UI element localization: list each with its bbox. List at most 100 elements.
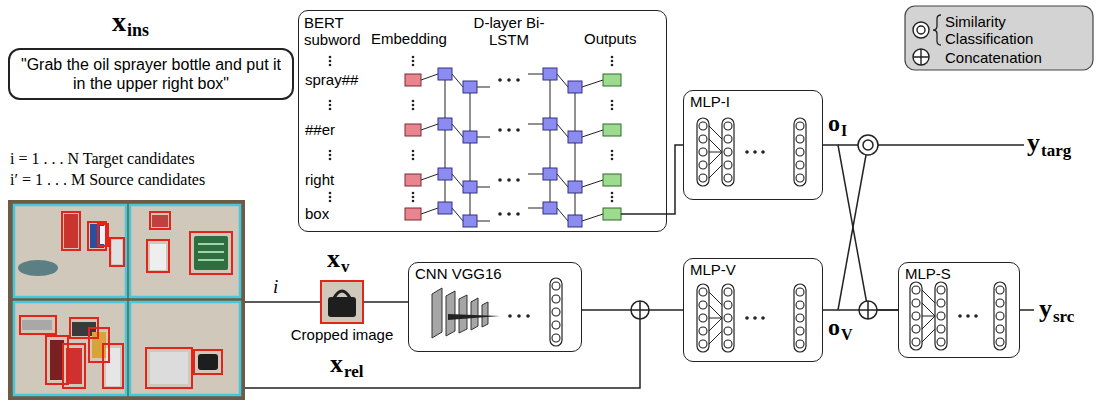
connector	[667, 145, 683, 214]
tray-compartment	[130, 302, 240, 395]
label-slot: i = 1 . . . N Target candidates	[10, 150, 195, 168]
feature-map	[459, 295, 467, 333]
neuron-column	[994, 282, 1006, 350]
legend-row: Concatenation	[945, 49, 1042, 66]
box-label: Outputs	[584, 30, 637, 47]
detection-box	[190, 232, 232, 274]
concat-symbol	[859, 301, 877, 319]
object	[150, 244, 166, 270]
box-label: "Grab the oil sprayer bottle and put it …	[18, 55, 284, 93]
box-label: Embedding	[371, 30, 447, 47]
object-detail	[198, 244, 224, 260]
concat-cross	[631, 301, 649, 319]
legend-panel	[905, 6, 1093, 70]
text-slot: Embedding	[371, 30, 447, 47]
object	[64, 214, 78, 248]
cropped-picture	[321, 281, 363, 323]
vertical-ellipsis	[412, 192, 415, 203]
vertical-ellipsis	[329, 100, 332, 111]
legend-label: Classification	[945, 30, 1033, 47]
detection-box	[194, 350, 222, 374]
scene-photo	[8, 200, 245, 400]
math-subscript: ins	[127, 20, 149, 41]
tray-compartment	[14, 302, 126, 395]
token-label: ##er	[305, 121, 335, 138]
box-label: BERT subword	[304, 14, 368, 48]
similarity-ring	[917, 26, 925, 34]
legend-similarity-symbol	[913, 22, 929, 38]
concat-cross	[913, 49, 929, 65]
label-slot: ##er	[305, 121, 335, 138]
relation-wire	[245, 319, 640, 388]
math-symbol: y	[1039, 294, 1052, 324]
concat-ring	[859, 301, 877, 319]
similarity-ring	[858, 135, 878, 155]
label-slot: I	[841, 122, 847, 140]
detection-boxes	[20, 212, 232, 388]
object	[194, 236, 228, 270]
index-wire	[245, 301, 320, 303]
similarity-ring	[913, 22, 929, 38]
object	[112, 240, 122, 264]
wires	[245, 145, 1034, 388]
mlp-layers	[910, 282, 978, 350]
neuron-column	[794, 284, 806, 352]
math-symbol: o	[828, 314, 840, 342]
box-label: CNN VGG16	[415, 265, 502, 282]
tray-compartment	[14, 205, 126, 297]
mlp-box: MLP-I	[683, 90, 823, 200]
text-slot: BERT subword	[304, 14, 368, 48]
label-slot: o	[828, 110, 840, 138]
text-slot: Cropped image	[291, 326, 394, 343]
detection-box	[98, 224, 108, 246]
object	[50, 340, 64, 380]
bag-handle	[334, 291, 350, 298]
connector	[364, 301, 408, 303]
output-wire	[621, 213, 667, 215]
connector	[823, 145, 898, 310]
tray-frame	[8, 200, 245, 400]
label-slot: i′ = 1 . . . M Source candidates	[10, 171, 205, 189]
mlp-box: MLP-V	[683, 258, 823, 362]
object	[22, 320, 52, 330]
picture-ground	[321, 281, 363, 323]
object	[152, 215, 168, 227]
label-slot: x	[327, 244, 340, 274]
label-slot: targ	[1041, 141, 1071, 161]
detection-box	[110, 238, 124, 266]
mlp-layers	[697, 284, 765, 352]
math-symbol: x	[112, 6, 126, 38]
token-label: spray##	[305, 71, 358, 88]
recurrent-links	[445, 80, 575, 215]
detection-box	[103, 344, 123, 388]
math-symbol: o	[828, 110, 840, 138]
legend-concat-symbol	[913, 49, 929, 65]
text-slot: "Grab the oil sprayer bottle and put it …	[18, 55, 284, 93]
label-slot: i	[273, 276, 278, 298]
label-slot: o	[828, 314, 840, 342]
vertical-ellipsis	[611, 150, 614, 161]
bag	[328, 297, 356, 317]
vertical-ellipsis	[611, 56, 614, 67]
label-slot: v	[341, 257, 350, 277]
index-note: i′ = 1 . . . M Source candidates	[10, 171, 205, 189]
detection-box	[150, 212, 170, 229]
label-slot: y	[1039, 294, 1052, 324]
vertical-ellipsis	[329, 192, 332, 203]
math-symbol: x	[330, 349, 343, 379]
label-slot: V	[841, 326, 853, 344]
text-slot: CNN VGG16	[415, 265, 502, 282]
bert-lstm-cells	[329, 56, 621, 227]
math-subscript: src	[1053, 307, 1074, 327]
detection-box	[146, 348, 192, 388]
detection-box	[62, 212, 80, 250]
cnn-box: CNN VGG16	[408, 262, 582, 352]
similarity-wire	[838, 144, 858, 146]
similarity-wire	[838, 155, 866, 310]
vertical-ellipsis	[329, 56, 332, 67]
feature-map	[446, 291, 455, 336]
math-subscript: rel	[344, 362, 364, 382]
math-symbol: y	[1027, 128, 1040, 158]
box-label: MLP-I	[690, 93, 730, 110]
